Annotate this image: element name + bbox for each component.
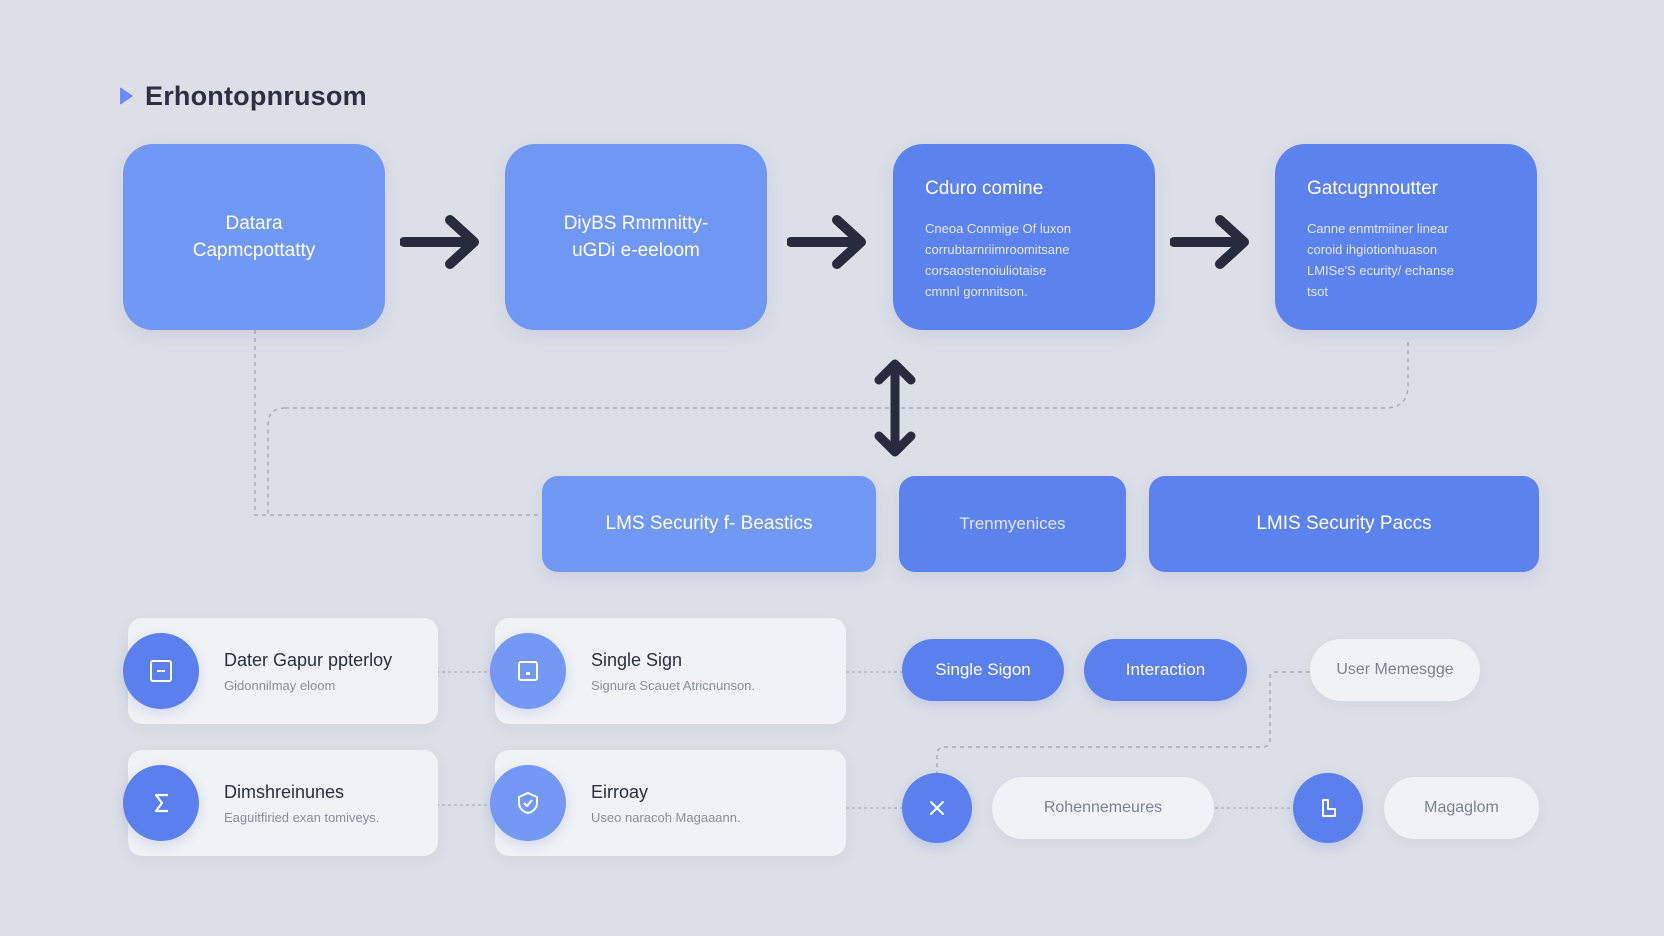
user-message-label: User Memesgge (1336, 661, 1454, 678)
flow-card-4-desc-line: tsot (1307, 284, 1328, 299)
flow-card-4-desc-line: coroid ihgiotionhuason (1307, 242, 1438, 257)
arrow-right-icon (1170, 215, 1249, 269)
item-1-title: Dater Gapur ppterloy (224, 650, 393, 670)
magalom-label: Magaglom (1424, 799, 1499, 816)
roles-pill[interactable]: Rohennemeures (992, 777, 1214, 839)
interaction-label: Interaction (1125, 660, 1206, 679)
single-sign-on-button[interactable]: Single Sigon (902, 639, 1064, 701)
square-minus-icon (150, 660, 172, 682)
item-2-subtitle: Signura Scauet Atricnunson. (591, 678, 756, 693)
flow-card-3-desc-line: Cneoa Conmige Of luxon (925, 221, 1071, 236)
s-glyph-icon (154, 793, 168, 813)
item-1-icon-circle (123, 633, 199, 709)
dashed-connector-curve (267, 407, 286, 515)
file-icon (1322, 799, 1336, 817)
dashed-connector-top (285, 338, 1409, 409)
single-sign-on-label: Single Sigon (935, 660, 1031, 679)
flow-card-1-line2: Capmcpottatty (192, 240, 316, 261)
mid-box-3[interactable]: LMIS Security Paccs (1149, 476, 1539, 572)
flow-card-1[interactable]: Datara Capmcpottatty (123, 144, 385, 330)
flow-card-4[interactable]: Gatcugnnoutter Canne enmtmiiner linear c… (1275, 144, 1537, 330)
item-4-title: Eirroay (591, 782, 649, 802)
arrow-right-icon (787, 215, 866, 269)
flow-card-3-desc-line: cmnnl gornnitson. (925, 284, 1028, 299)
shield-check-icon (518, 791, 538, 815)
flow-card-3-desc-line: corsaostenoiuliotaise (925, 263, 1047, 278)
item-3-subtitle: Eaguitfiried exan tomiveys. (224, 810, 380, 825)
flow-card-3-title: Cduro comine (925, 178, 1044, 199)
magalom-pill[interactable]: Magaglom (1384, 777, 1539, 839)
item-4-subtitle: Useo naracoh Magaaann. (591, 810, 741, 825)
item-4-icon-circle (490, 765, 566, 841)
flow-card-2-line2: uGDi e-eeloom (572, 240, 700, 261)
square-dot-icon (518, 661, 538, 681)
flow-card-3-description: Cneoa Conmige Of luxon corrubtarnriimroo… (925, 218, 1123, 302)
flow-card-4-title: Gatcugnnoutter (1307, 178, 1438, 199)
title-row: Erhontopnrusom (120, 78, 367, 114)
flow-card-3-desc-line: corrubtarnriimroomitsane (925, 242, 1070, 257)
file-button[interactable] (1293, 773, 1363, 843)
page-title: Erhontopnrusom (145, 80, 367, 111)
item-2-title: Single Sign (591, 650, 683, 670)
interaction-button[interactable]: Interaction (1084, 639, 1247, 701)
close-button[interactable] (902, 773, 972, 843)
flow-card-2[interactable]: DiyBS Rmmnitty- uGDi e-eeloom (505, 144, 767, 330)
flow-card-4-desc-line: LMISe'S ecurity/ echanse (1307, 263, 1454, 278)
flow-card-4-desc-line: Canne enmtmiiner linear (1307, 221, 1449, 236)
play-marker-icon (120, 87, 133, 105)
mid-box-2-label: Trenmyenices (959, 514, 1066, 533)
item-1-subtitle: Gidonnilmay eloom (224, 678, 336, 693)
item-3-icon-circle (123, 765, 199, 841)
close-icon (930, 801, 944, 815)
roles-label: Rohennemeures (1043, 799, 1163, 816)
arrow-vertical-icon (874, 359, 916, 457)
dashed-connector-left (254, 330, 540, 516)
item-3-title: Dimshreinunes (224, 782, 345, 802)
flow-card-4-description: Canne enmtmiiner linear coroid ihgiotion… (1307, 218, 1505, 302)
user-message-pill[interactable]: User Memesgge (1310, 639, 1480, 701)
flow-card-1-line1: Datara (225, 213, 283, 234)
mid-box-2[interactable]: Trenmyenices (899, 476, 1126, 572)
item-2-icon-circle (490, 633, 566, 709)
flow-card-3[interactable]: Cduro comine Cneoa Conmige Of luxon corr… (893, 144, 1155, 330)
mid-box-3-label: LMIS Security Paccs (1256, 513, 1432, 534)
mid-box-1[interactable]: LMS Security f- Beastics (542, 476, 876, 572)
flow-card-2-line1: DiyBS Rmmnitty- (563, 213, 709, 234)
mid-box-1-label: LMS Security f- Beastics (605, 513, 813, 534)
arrow-right-icon (400, 215, 479, 269)
